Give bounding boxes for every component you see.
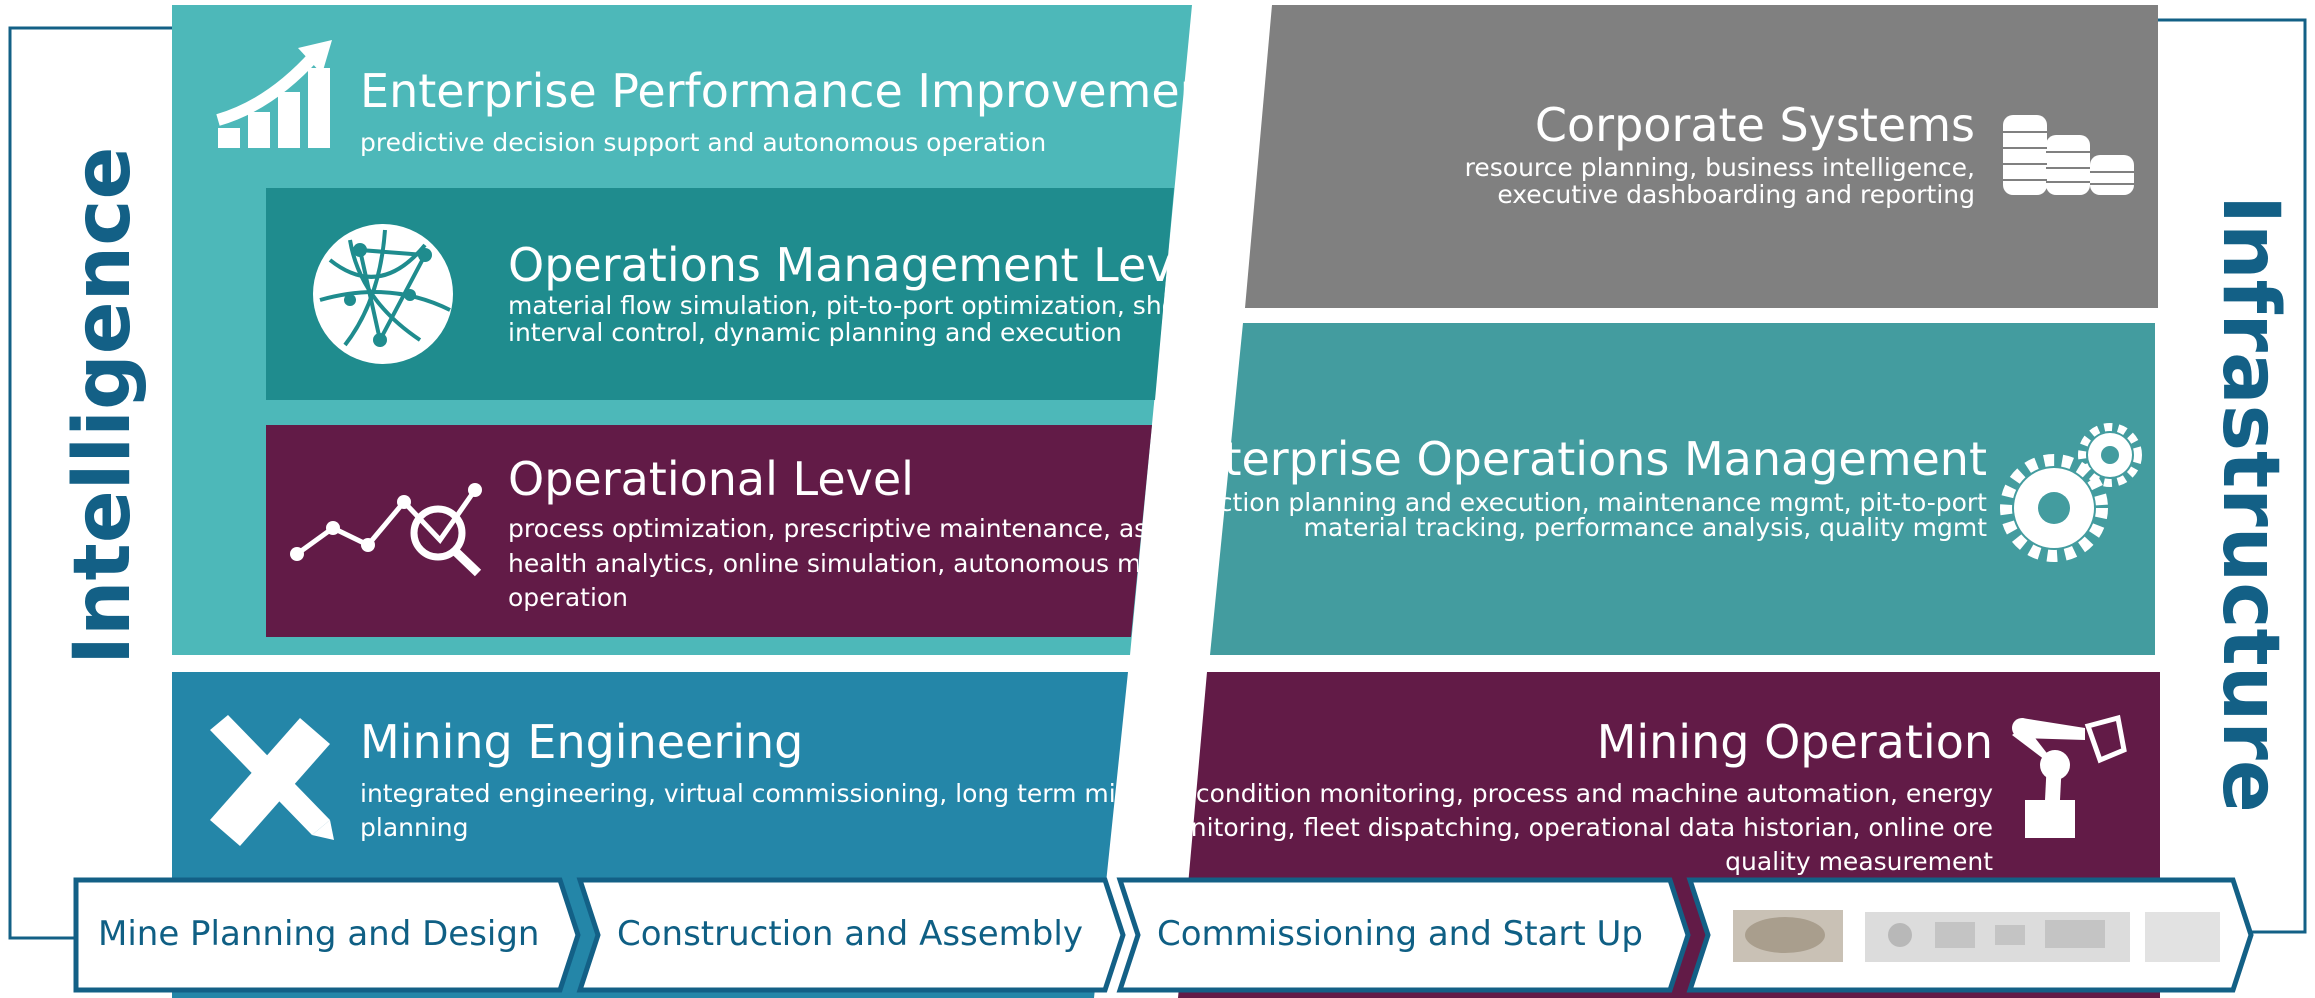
stage-chevron-1 <box>73 877 581 993</box>
enterprise-operations-desc-1: production planning and execution, maint… <box>1146 488 1987 517</box>
mining-operation-title: Mining Operation <box>1596 715 1993 769</box>
corporate-systems-desc-1: resource planning, business intelligence… <box>1464 153 1975 182</box>
corporate-systems-block <box>1245 5 2158 308</box>
operational-level-desc-3: operation <box>508 583 629 612</box>
enterprise-operations-title: Enterprise Operations Management <box>1165 432 1987 486</box>
coin-stacks-icon <box>2003 115 2134 195</box>
enterprise-operations-block <box>1210 323 2155 655</box>
mining-engineering-desc-2: planning <box>360 813 469 842</box>
operations-management-desc-2: interval control, dynamic planning and e… <box>508 318 1122 347</box>
enterprise-operations-desc-2: material tracking, performance analysis,… <box>1303 513 1987 542</box>
stage-label-mine-planning: Mine Planning and Design <box>98 914 540 954</box>
mining-operation-desc-2: monitoring, fleet dispatching, operation… <box>1151 813 1993 842</box>
mining-operation-desc-3: quality measurement <box>1725 847 1993 876</box>
corporate-systems-desc-2: executive dashboarding and reporting <box>1497 180 1975 209</box>
mining-operation-desc-1: asset condition monitoring, process and … <box>1121 779 1993 808</box>
operational-level-desc-1: process optimization, prescriptive maint… <box>508 514 1186 543</box>
growth-chart-icon <box>216 40 332 148</box>
operational-level-title: Operational Level <box>508 452 914 506</box>
enterprise-performance-title: Enterprise Performance Improvement <box>360 64 1227 118</box>
operational-level-desc-2: health analytics, online simulation, aut… <box>508 549 1138 578</box>
robot-arm-icon <box>2012 714 2127 838</box>
stage-chevron-3 <box>1116 877 1691 993</box>
mining-engineering-desc-1: integrated engineering, virtual commissi… <box>360 779 1147 808</box>
gears-icon <box>2000 423 2142 562</box>
operations-management-title: Operations Management Level <box>508 238 1215 292</box>
stage-label-construction: Construction and Assembly <box>617 914 1083 954</box>
intelligence-bracket <box>8 26 172 940</box>
enterprise-performance-desc: predictive decision support and autonomo… <box>360 128 1047 157</box>
infrastructure-bracket <box>2158 18 2307 934</box>
network-globe-icon <box>313 224 453 364</box>
corporate-systems-title: Corporate Systems <box>1534 98 1975 152</box>
ruler-pencil-icon <box>210 715 334 846</box>
operations-management-block <box>266 188 1174 400</box>
operation-images <box>1733 910 2220 962</box>
intelligence-label: Intelligence <box>58 146 148 665</box>
operational-level-block <box>266 425 1152 637</box>
infrastructure-label: Infrastructure <box>2205 195 2295 813</box>
stage-label-commissioning: Commissioning and Start Up <box>1157 914 1643 954</box>
analytics-magnifier-icon <box>290 483 482 577</box>
mining-engineering-title: Mining Engineering <box>360 715 804 769</box>
stage-chevron-2 <box>576 877 1126 993</box>
operations-management-desc-1: material flow simulation, pit-to-port op… <box>508 291 1198 320</box>
